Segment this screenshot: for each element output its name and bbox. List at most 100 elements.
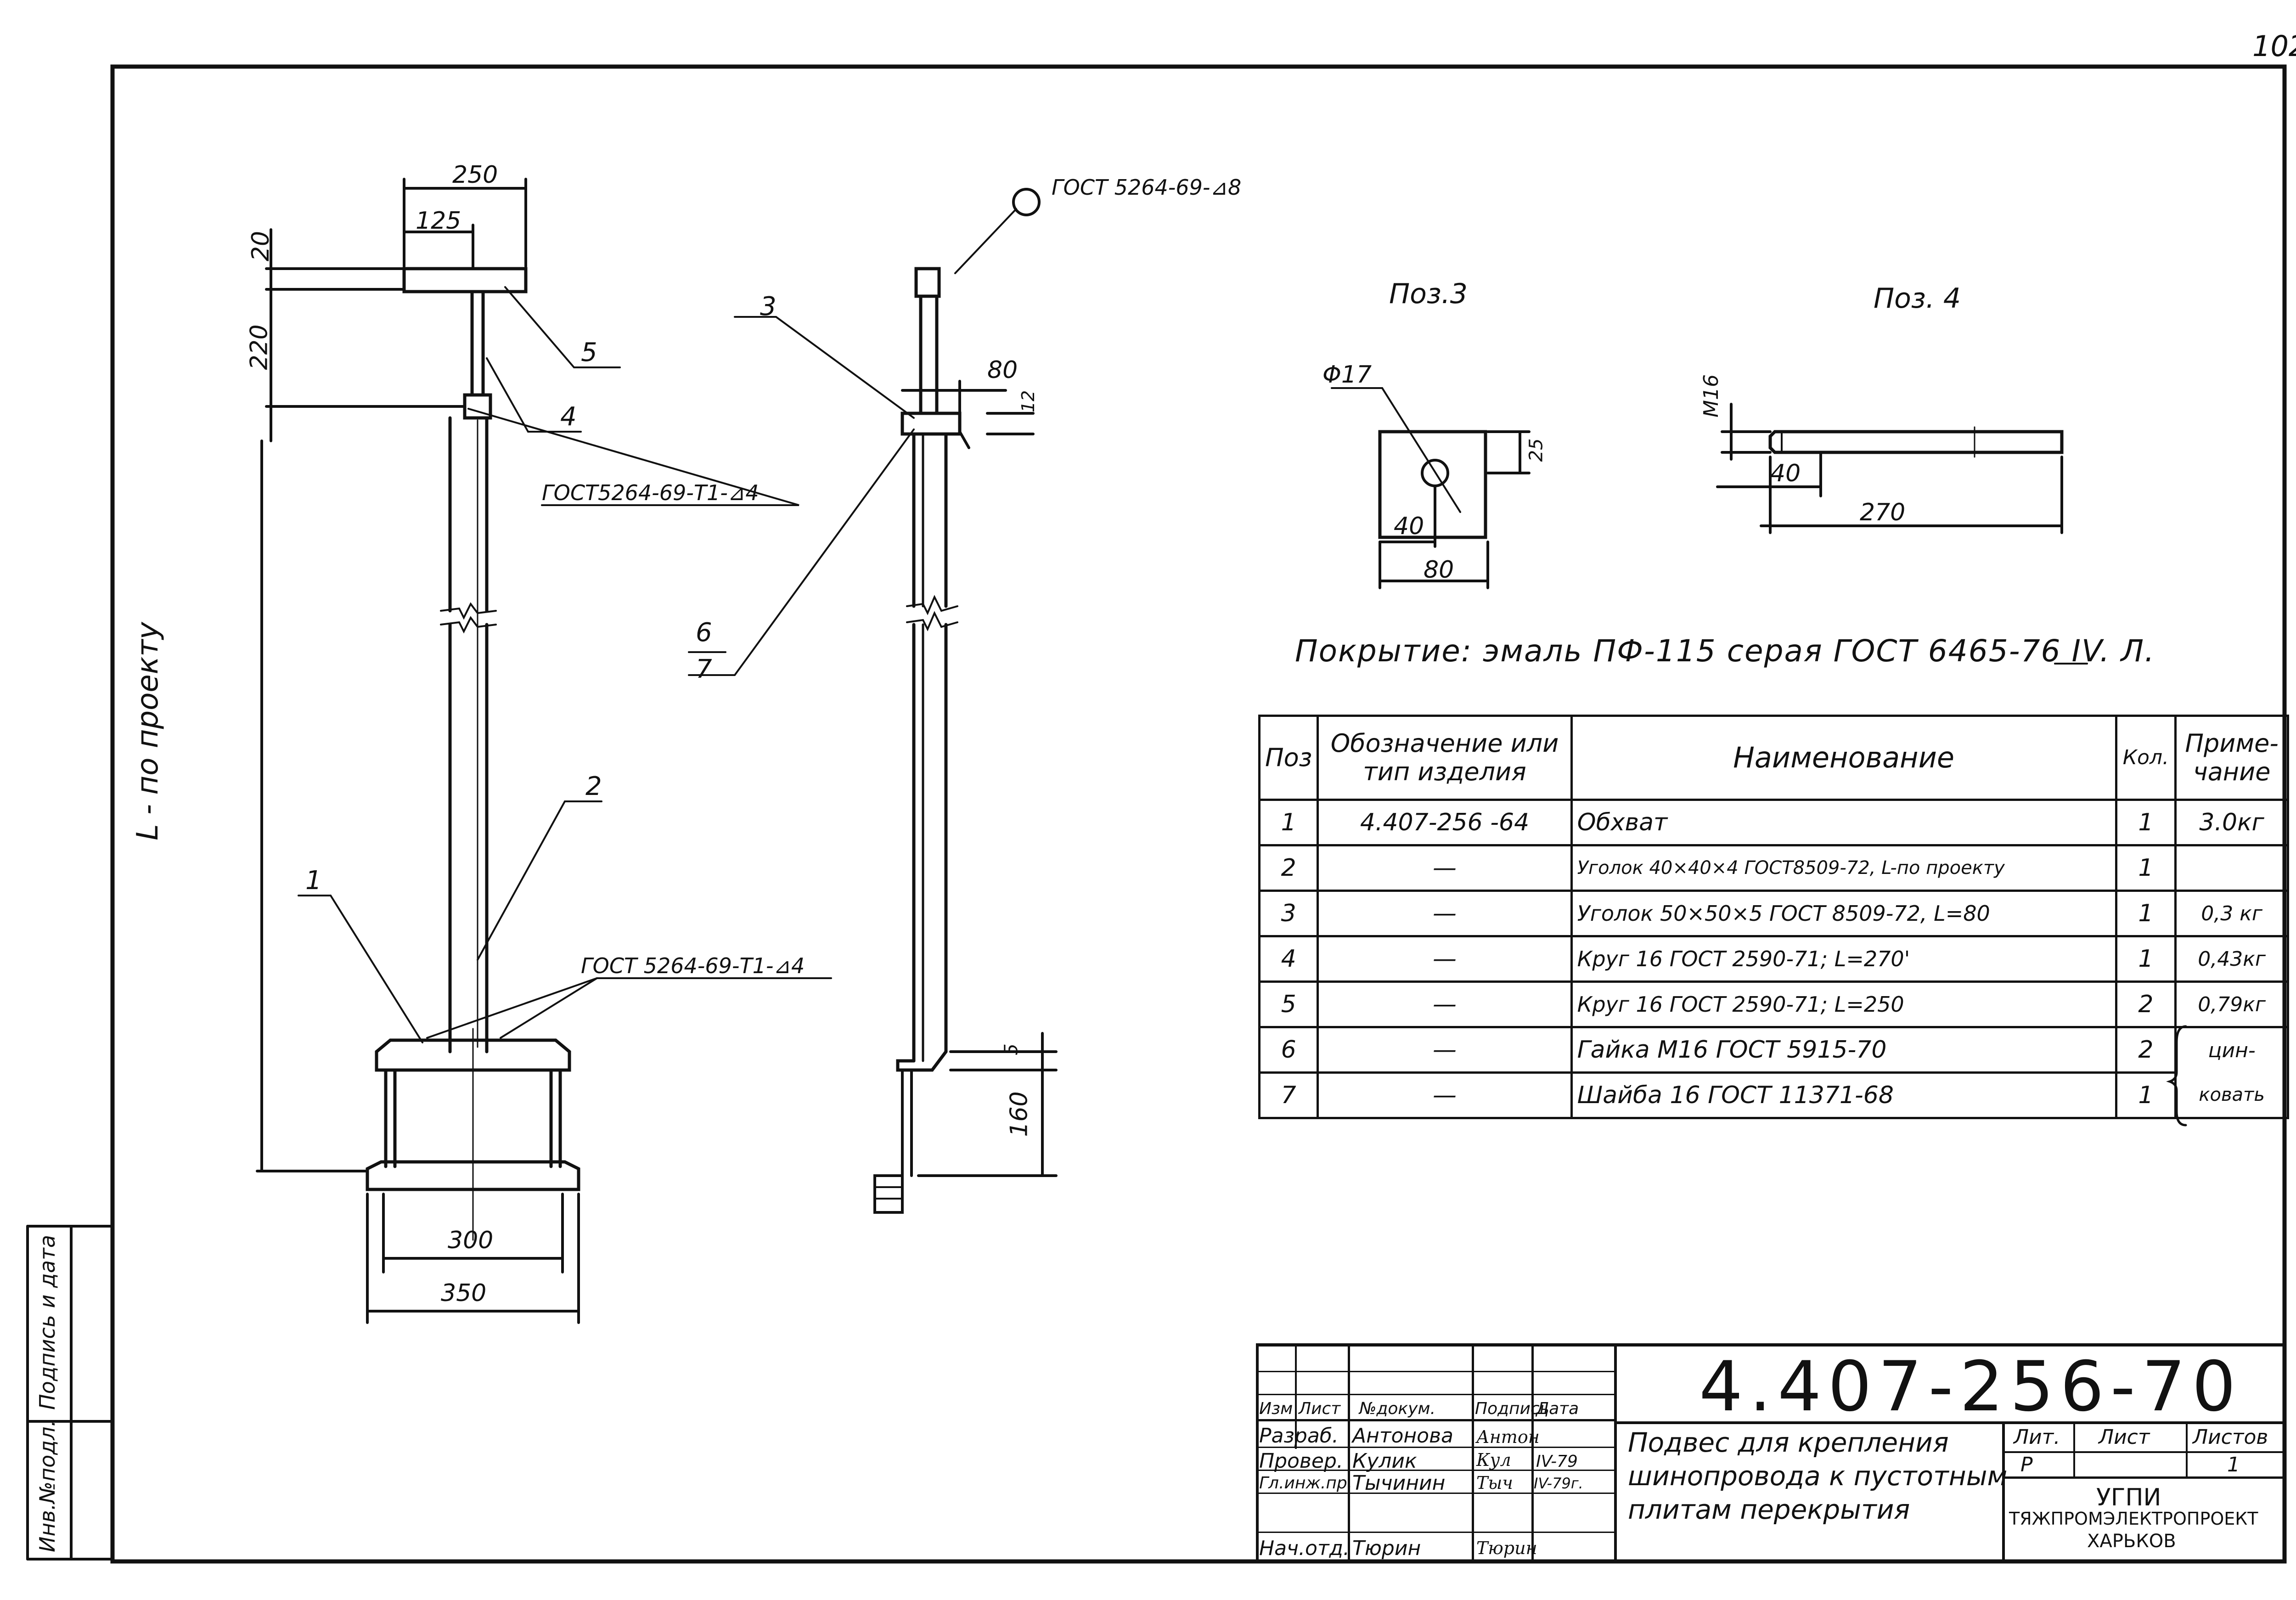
dim-20: 20	[247, 231, 275, 262]
dim-300: 300	[448, 1227, 494, 1254]
pos-label-7: 7	[696, 654, 712, 684]
spec-cell-name: Гайка М16 ГОСТ 5915-70	[1570, 1026, 2117, 1074]
weld-label-lower: ГОСТ 5264-69-Т1-⊿4	[581, 953, 805, 978]
table-row: 1 4.407-256 -64 Обхват 1 3.0кг	[1258, 799, 2289, 846]
dim-5: 5	[1001, 1043, 1022, 1055]
detail-pos3-dim-80: 80	[1424, 556, 1454, 584]
pos-label-1: 1	[305, 866, 322, 896]
tb-lit-value: Р	[2020, 1453, 2033, 1476]
pos-label-4: 4	[560, 402, 577, 432]
dim-250: 250	[452, 161, 498, 189]
spec-header-name: Наименование	[1570, 715, 2117, 801]
tb-org-line2: ТЯЖПРОМЭЛЕКТРОПРОЕКТ	[2009, 1509, 2258, 1529]
spec-cell-pos: 2	[1258, 844, 1319, 892]
table-row: 5 — Круг 16 ГОСТ 2590-71; L=250 2 0,79кг	[1258, 980, 2289, 1028]
tb-org-line1: УГПИ	[2096, 1484, 2161, 1511]
spec-cell-qty: 1	[2115, 935, 2177, 983]
spec-cell-name: Уголок 40×40×4 ГОСТ8509-72, L-по проекту	[1570, 844, 2117, 892]
tb-sheets-value: 1	[2227, 1453, 2240, 1476]
spec-cell-name: Шайба 16 ГОСТ 11371-68	[1570, 1071, 2117, 1119]
tb-header-izm: Изм	[1259, 1399, 1293, 1418]
spec-header-row: Поз Обозначение или тип изделия Наименов…	[1258, 715, 2289, 801]
spec-cell-note: ковать	[2174, 1072, 2289, 1119]
side-stamp-sign-date: Подпись и дата	[35, 1234, 60, 1410]
spec-cell-pos: 4	[1258, 935, 1319, 983]
spec-cell-pos: 1	[1258, 799, 1319, 846]
page-number: 102	[2252, 29, 2296, 63]
detail-pos3-title: Поз.3	[1389, 278, 1468, 310]
spec-cell-qty: 1	[2115, 799, 2177, 846]
spec-header-note: Приме- чание	[2174, 715, 2289, 801]
dim-80-side: 80	[987, 356, 1018, 384]
front-view	[256, 178, 832, 1324]
detail-pos4-title: Поз. 4	[1874, 282, 1961, 315]
side-stamp-frame	[26, 1225, 114, 1561]
spec-cell-note: 3.0кг	[2174, 799, 2289, 846]
detail-pos3-dia: Φ17	[1322, 361, 1372, 389]
table-row: 7 — Шайба 16 ГОСТ 11371-68 1 ковать	[1258, 1071, 2289, 1119]
spec-cell-note: 0,43кг	[2174, 935, 2289, 983]
tb-org-line3: ХАРЬКОВ	[2087, 1531, 2176, 1552]
spec-header-designation: Обозначение или тип изделия	[1317, 715, 1573, 801]
tb-date-chief: IV-79г.	[1534, 1475, 1583, 1492]
detail-pos4	[1716, 403, 2064, 534]
detail-pos4-dim-40: 40	[1770, 460, 1801, 487]
spec-header-qty: Кол.	[2115, 715, 2177, 801]
tb-description-line1: Подвес для крепления	[1628, 1427, 1949, 1458]
tb-role-developer: Разраб.	[1259, 1424, 1339, 1448]
spec-cell-designation: —	[1317, 1071, 1573, 1119]
spec-cell-name: Круг 16 ГОСТ 2590-71; L=250	[1570, 980, 2117, 1028]
spec-cell-designation: —	[1317, 890, 1573, 937]
spec-cell-name: Обхват	[1570, 799, 2117, 846]
spec-cell-designation: —	[1317, 980, 1573, 1028]
spec-cell-note	[2174, 844, 2289, 892]
tb-name-chief: Тычинин	[1352, 1471, 1446, 1495]
weld-label-top: ГОСТ 5264-69-⊿8	[1052, 175, 1242, 200]
spec-cell-designation: —	[1317, 935, 1573, 983]
tb-sign-checker: Кул	[1476, 1450, 1511, 1470]
tb-header-doc: №докум.	[1359, 1399, 1436, 1418]
tb-lit-label: Лит.	[2014, 1425, 2060, 1449]
spec-cell-designation: —	[1317, 844, 1573, 892]
dim-160: 160	[1005, 1091, 1033, 1137]
tb-header-sign: Подпись	[1475, 1399, 1549, 1418]
detail-pos3	[1331, 387, 1531, 589]
spec-cell-pos: 6	[1258, 1026, 1319, 1074]
tb-header-date: Дата	[1536, 1399, 1579, 1418]
detail-pos3-dim-25: 25	[1525, 438, 1547, 462]
spec-table: Поз Обозначение или тип изделия Наименов…	[1258, 715, 2289, 1119]
tb-header-list: Лист	[1299, 1399, 1341, 1418]
spec-cell-qty: 2	[2115, 1026, 2177, 1074]
pos-label-2: 2	[585, 772, 602, 801]
spec-cell-qty: 1	[2115, 890, 2177, 937]
spec-cell-note: 0,79кг	[2174, 980, 2289, 1028]
spec-cell-pos: 3	[1258, 890, 1319, 937]
spec-cell-note: цин-	[2174, 1026, 2289, 1073]
spec-cell-designation: 4.407-256 -64	[1317, 799, 1573, 846]
dim-12: 12	[1018, 390, 1039, 413]
pos-label-5: 5	[581, 338, 597, 367]
tb-sheet-label: Лист	[2099, 1425, 2150, 1449]
tb-description-line3: плитам перекрытия	[1628, 1494, 1910, 1525]
pos-label-3: 3	[760, 292, 777, 321]
tb-sign-head: Тюрин	[1476, 1538, 1537, 1558]
side-stamp-inv: Инв.№подл.	[35, 1420, 60, 1552]
coating-note: Покрытие: эмаль ПФ-115 серая ГОСТ 6465-7…	[1295, 633, 2155, 669]
spec-cell-note: 0,3 кг	[2174, 890, 2289, 937]
spec-cell-qty: 2	[2115, 980, 2177, 1028]
dim-220: 220	[245, 324, 273, 370]
table-row: 3 — Уголок 50×50×5 ГОСТ 8509-72, L=80 1 …	[1258, 890, 2289, 937]
length-label: L - по проекту	[131, 622, 165, 840]
table-row: 6 — Гайка М16 ГОСТ 5915-70 2 цин-	[1258, 1026, 2289, 1074]
spec-cell-qty: 1	[2115, 1071, 2177, 1119]
spec-cell-name: Круг 16 ГОСТ 2590-71; L=270'	[1570, 935, 2117, 983]
side-view	[688, 188, 1058, 1214]
weld-label-upper: ГОСТ5264-69-Т1-⊿4	[542, 480, 759, 505]
tb-name-checker: Кулик	[1352, 1449, 1417, 1473]
detail-pos4-dim-270: 270	[1860, 499, 1906, 526]
dim-125: 125	[416, 207, 461, 235]
tb-name-head: Тюрин	[1352, 1537, 1421, 1560]
tb-description-line2: шинопровода к пустотным	[1628, 1460, 2008, 1492]
tb-date-checker: IV-79	[1536, 1452, 1578, 1471]
